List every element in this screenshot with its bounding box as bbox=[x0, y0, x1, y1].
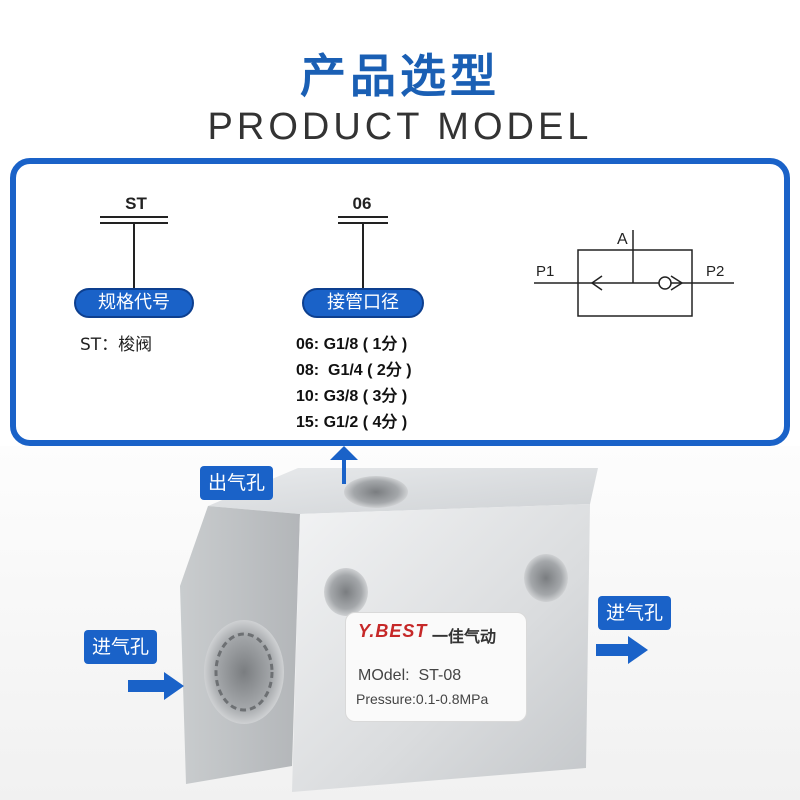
pressure-line: Pressure:0.1-0.8MPa bbox=[356, 691, 489, 707]
symbol-port-p1-label: P1 bbox=[536, 263, 554, 280]
mount-hole-left bbox=[324, 568, 368, 616]
symbol-ball bbox=[658, 276, 672, 290]
port-label-pill: 接管口径 bbox=[302, 288, 424, 318]
port-option: 08: G1/4 ( 2分 ) bbox=[296, 362, 412, 379]
shuttle-valve-symbol: A P1 P2 bbox=[534, 230, 734, 317]
port-code-stem bbox=[362, 222, 364, 288]
product-nameplate: Y.BEST 一佳气动 MOdel: ST-08 Pressure:0.1-0.… bbox=[345, 612, 527, 722]
series-label-pill: 规格代号 bbox=[74, 288, 194, 318]
inlet-port-thread bbox=[214, 632, 274, 712]
port-option: 06: G1/8 ( 1分 ) bbox=[296, 336, 408, 353]
series-description: ST：梭阀 bbox=[80, 335, 153, 355]
series-code-stem bbox=[133, 222, 135, 288]
inlet-left-tag: 进气孔 bbox=[84, 630, 158, 664]
inlet-right-tag: 进气孔 bbox=[598, 596, 672, 630]
symbol-port-a-label: A bbox=[617, 231, 628, 248]
symbol-arrow-head bbox=[590, 275, 603, 291]
page-title-cn: 产品选型 bbox=[300, 49, 500, 103]
port-option: 10: G3/8 ( 3分 ) bbox=[296, 388, 408, 405]
brand-name-cn: 一佳气动 bbox=[432, 627, 497, 646]
port-code: 06 bbox=[352, 194, 372, 213]
inlet-arrow-left bbox=[128, 672, 184, 700]
symbol-seat bbox=[670, 275, 684, 291]
outlet-port-tag: 出气孔 bbox=[200, 466, 274, 500]
port-code-rule-top bbox=[338, 216, 388, 218]
brand-logo: Y.BEST bbox=[358, 621, 428, 641]
outlet-arrow bbox=[330, 446, 358, 484]
series-code-rule-top bbox=[100, 216, 168, 218]
outlet-arrow-right bbox=[596, 636, 648, 664]
outlet-port-hole bbox=[344, 476, 408, 508]
series-code: ST bbox=[125, 194, 147, 213]
port-option: 15: G1/2 ( 4分 ) bbox=[296, 414, 408, 431]
mount-hole-right bbox=[524, 554, 568, 602]
page-title-en: PRODUCT MODEL bbox=[207, 106, 593, 148]
model-line: MOdel: ST-08 bbox=[358, 667, 462, 684]
symbol-port-p2-label: P2 bbox=[706, 263, 724, 280]
